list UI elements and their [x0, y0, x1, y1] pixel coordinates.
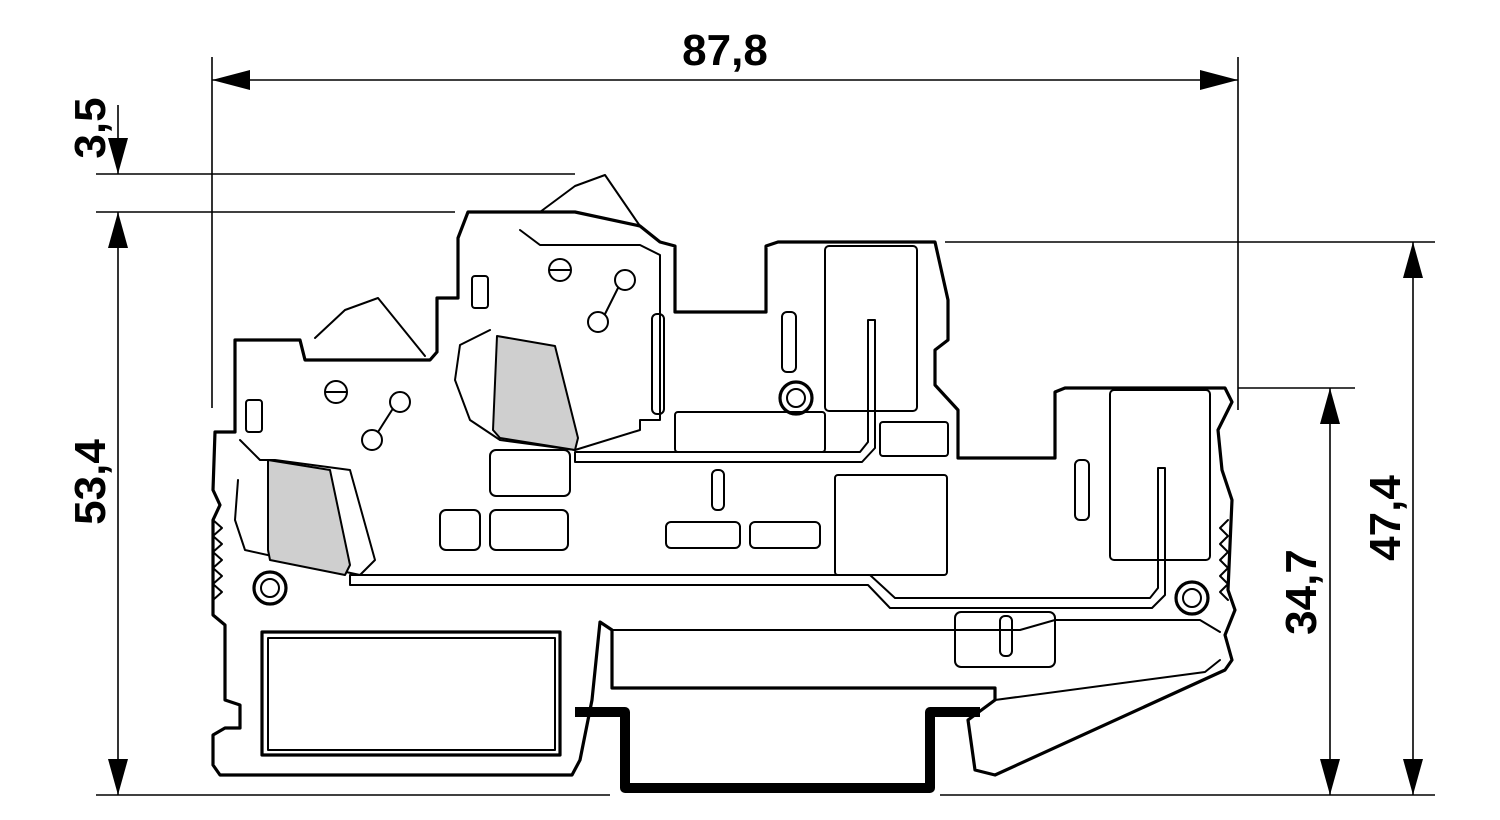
dimension-top-offset: 3,5 — [66, 97, 115, 158]
left-grip-ribs — [212, 519, 223, 601]
bus-bar-lower — [349, 467, 1166, 609]
top-cover-upper — [539, 174, 641, 227]
dimension-left-height: 53,4 — [66, 439, 115, 525]
din-rail — [575, 707, 980, 793]
foot-arm — [611, 619, 1221, 633]
clamp-spring-lower — [267, 459, 351, 576]
base-chamber — [260, 630, 562, 757]
dimension-lines — [96, 57, 1435, 796]
clamp-spring-upper — [492, 335, 579, 451]
bus-bar-upper — [574, 319, 876, 463]
screw-heads — [324, 258, 636, 451]
right-grip-ribs — [1219, 519, 1229, 601]
dimension-overall-width: 87,8 — [682, 26, 768, 75]
dimension-right-height-inner: 34,7 — [1277, 549, 1326, 635]
housing-slots — [245, 245, 1211, 668]
top-cover-lower — [314, 297, 426, 357]
mounting-holes — [252, 380, 1210, 616]
terminal-housing-outline — [211, 210, 1237, 777]
foot-latch — [994, 659, 1221, 701]
upper-cavity — [454, 229, 661, 451]
base-chamber-inner — [267, 637, 556, 751]
dimension-right-height-outer: 47,4 — [1361, 475, 1410, 561]
